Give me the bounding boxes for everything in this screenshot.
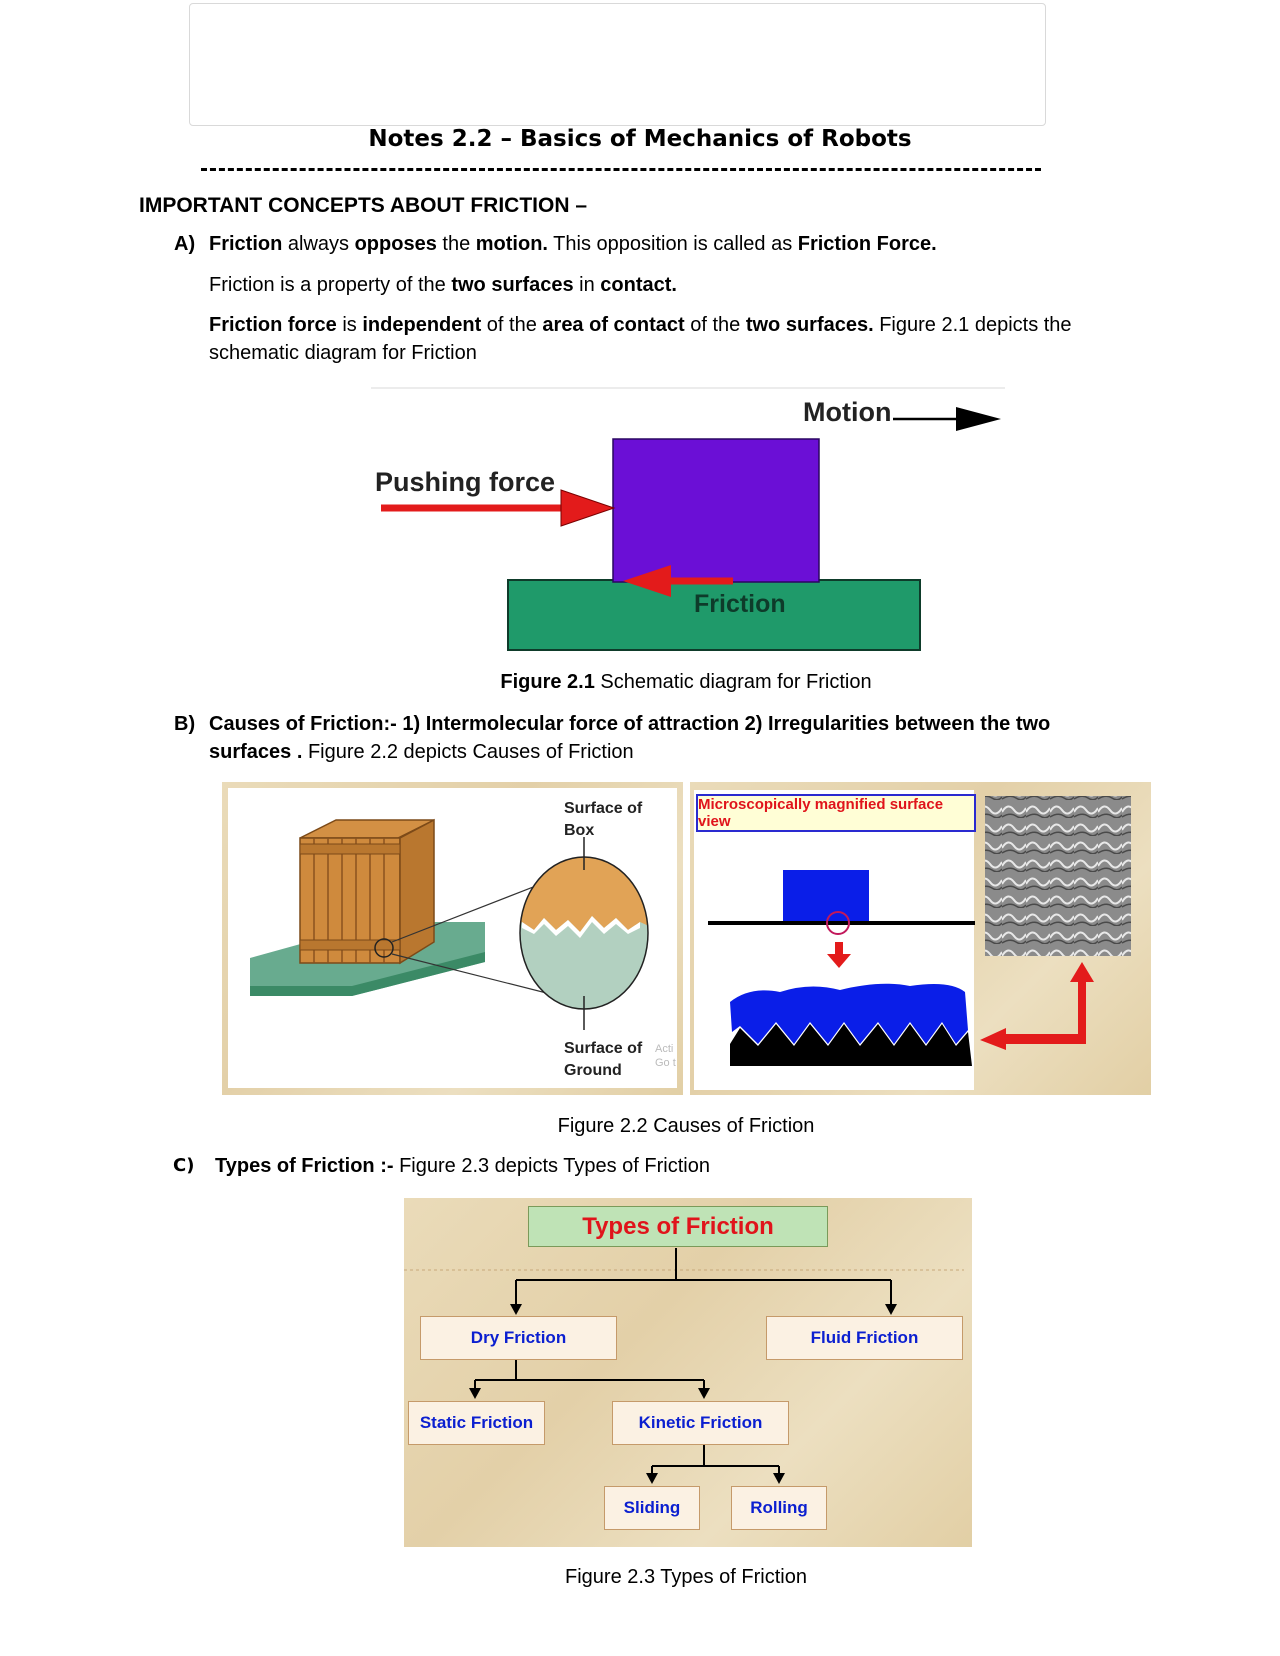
pushing-force-label: Pushing force	[375, 467, 556, 497]
rolling-node: Rolling	[731, 1486, 827, 1530]
point-a-line3: Friction force is independent of the are…	[209, 314, 1072, 364]
kinetic-friction-node: Kinetic Friction	[612, 1401, 789, 1445]
motion-label: Motion	[803, 397, 892, 427]
ground-slab	[507, 579, 921, 651]
figure-2-2-right: Microscopically magnified surface view	[690, 782, 1151, 1095]
figure-2-3: Types of Friction Dry Friction Fluid Fri…	[404, 1198, 972, 1547]
block	[612, 438, 820, 583]
magnified-surface	[730, 983, 968, 1044]
blue-block	[783, 870, 869, 922]
point-b-marker: B)	[174, 713, 196, 735]
magnified-view-label: Microscopically magnified surface view	[696, 794, 976, 832]
point-c-text: Types of Friction :- Figure 2.3 depicts …	[215, 1155, 710, 1177]
page-title: Notes 2.2 – Basics of Mechanics of Robot…	[368, 126, 912, 152]
sem-image	[985, 796, 1131, 956]
figure-2-1-caption: Figure 2.1 Schematic diagram for Frictio…	[500, 671, 872, 693]
sliding-node: Sliding	[604, 1486, 700, 1530]
fluid-friction-node: Fluid Friction	[766, 1316, 963, 1360]
figure-2-1: Motion Pushing force Friction	[371, 387, 1005, 655]
point-b-text: Causes of Friction:- 1) Intermolecular f…	[209, 713, 1051, 763]
types-of-friction-title: Types of Friction	[528, 1206, 828, 1247]
zoom-circle	[374, 938, 394, 958]
point-a-line1: Friction always opposes the motion. This…	[209, 233, 937, 255]
divider	[201, 168, 1041, 171]
figure-2-3-caption: Figure 2.3 Types of Friction	[565, 1566, 807, 1588]
page-header-box	[189, 3, 1046, 126]
figure-2-2-caption: Figure 2.2 Causes of Friction	[557, 1115, 815, 1137]
section-heading: IMPORTANT CONCEPTS ABOUT FRICTION –	[139, 194, 587, 217]
point-a-marker: A)	[174, 233, 196, 255]
point-c-marker: C)	[173, 1155, 195, 1176]
dry-friction-node: Dry Friction	[420, 1316, 617, 1360]
friction-label: Friction	[694, 590, 786, 618]
point-a-line2: Friction is a property of the two surfac…	[209, 274, 677, 296]
static-friction-node: Static Friction	[408, 1401, 545, 1445]
